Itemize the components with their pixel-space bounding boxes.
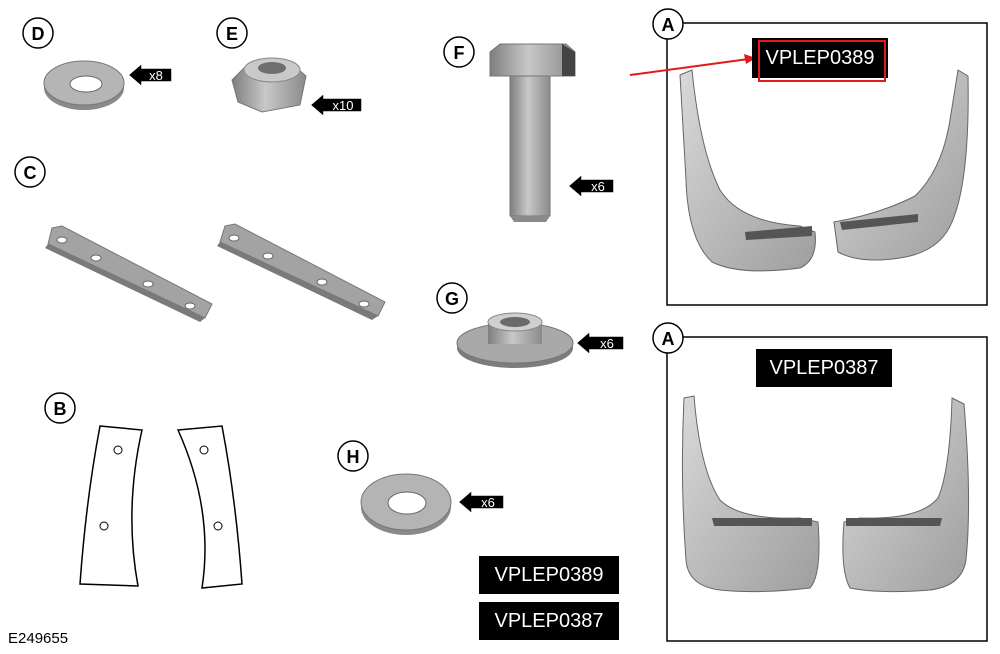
label-h: H bbox=[347, 447, 360, 467]
code-panel-bottom-text: VPLEP0387 bbox=[769, 356, 879, 379]
quantity-h: x6 bbox=[481, 495, 495, 510]
part-e-nut: E x10 bbox=[216, 17, 363, 119]
code-key-2-text: VPLEP0387 bbox=[494, 609, 604, 632]
quantity-f: x6 bbox=[591, 179, 605, 194]
quantity-arrow-g: x6 bbox=[574, 329, 625, 357]
quantity-e: x10 bbox=[333, 98, 354, 113]
label-b: B bbox=[54, 399, 67, 419]
nut-e-hole bbox=[258, 62, 286, 74]
callout-arrowhead bbox=[744, 54, 756, 64]
label-c: C bbox=[24, 163, 37, 183]
arrow-icon bbox=[126, 61, 173, 89]
label-d: D bbox=[32, 24, 45, 44]
part-c-brackets: C bbox=[14, 156, 386, 322]
arrow-icon bbox=[574, 329, 625, 357]
code-panel-top: VPLEP0389 bbox=[752, 38, 888, 78]
label-g: G bbox=[445, 289, 459, 309]
mudflap-rear-right bbox=[842, 397, 970, 593]
part-f-bolt: F x6 bbox=[443, 36, 615, 222]
label-f: F bbox=[454, 43, 465, 63]
quantity-g: x6 bbox=[600, 336, 614, 351]
part-b-gaskets: B bbox=[44, 392, 243, 589]
washer-h-hole bbox=[387, 491, 427, 515]
code-key-1-text: VPLEP0389 bbox=[494, 563, 604, 586]
bracket-left bbox=[45, 225, 213, 322]
red-highlight-box bbox=[758, 40, 886, 82]
label-circle bbox=[337, 440, 369, 472]
quantity-arrow-f: x6 bbox=[566, 172, 615, 200]
bracket-right bbox=[217, 223, 386, 320]
quantity-arrow-h: x6 bbox=[456, 488, 505, 516]
red-callout bbox=[629, 54, 757, 76]
bolt-head-shadow bbox=[562, 44, 575, 76]
label-a-bottom: A bbox=[662, 329, 675, 349]
bolt-tip bbox=[510, 216, 550, 222]
label-circle bbox=[216, 17, 248, 49]
label-e: E bbox=[226, 24, 238, 44]
figure-id: E249655 bbox=[8, 630, 69, 647]
panel-a-bottom: A bbox=[652, 322, 988, 642]
gasket-right bbox=[176, 425, 243, 589]
label-circle bbox=[22, 17, 54, 49]
code-key-1: VPLEP0389 bbox=[479, 556, 619, 594]
label-circle bbox=[44, 392, 76, 424]
callout-line bbox=[629, 57, 757, 76]
gasket-left bbox=[79, 425, 143, 587]
code-panel-bottom: VPLEP0387 bbox=[756, 349, 892, 387]
code-panel-top-text: VPLEP0389 bbox=[765, 46, 875, 69]
code-key-2: VPLEP0387 bbox=[479, 602, 619, 640]
label-circle bbox=[652, 322, 684, 354]
part-g-spacer: G x6 bbox=[436, 282, 625, 368]
label-a-top: A bbox=[662, 15, 675, 35]
part-d-washer: D x8 bbox=[22, 17, 173, 110]
label-circle bbox=[14, 156, 46, 188]
arrow-icon bbox=[308, 91, 363, 119]
spacer-hole bbox=[500, 317, 530, 327]
quantity-arrow-d: x8 bbox=[126, 61, 173, 89]
part-h-washer: H x6 bbox=[337, 440, 505, 535]
washer-d-hole bbox=[69, 75, 103, 93]
arrow-icon bbox=[566, 172, 615, 200]
bolt-shank bbox=[509, 75, 551, 217]
label-circle bbox=[652, 8, 684, 40]
quantity-arrow-e: x10 bbox=[308, 91, 363, 119]
label-circle bbox=[443, 36, 475, 68]
label-circle bbox=[436, 282, 468, 314]
mudflap-rear-left bbox=[681, 395, 820, 593]
arrow-icon bbox=[456, 488, 505, 516]
mudflap-front-left bbox=[679, 69, 816, 272]
quantity-d: x8 bbox=[149, 68, 163, 83]
mudflap-front-right bbox=[833, 69, 969, 261]
